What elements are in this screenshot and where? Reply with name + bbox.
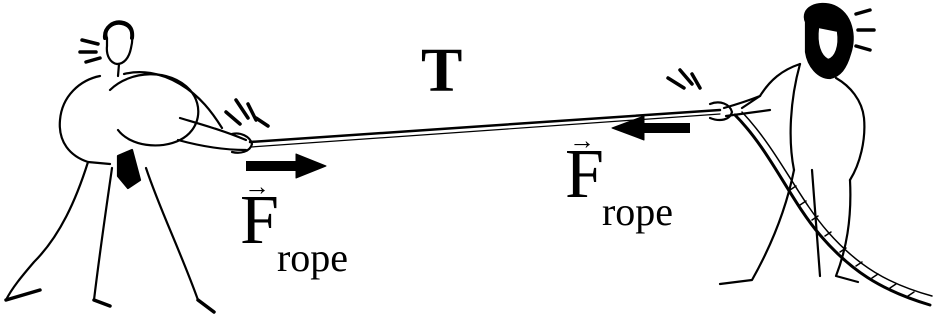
force-symbol: F — [565, 136, 604, 213]
force-arrow-right — [246, 153, 327, 179]
force-symbol: F — [240, 182, 279, 259]
man-pulling-rope-icon — [4, 20, 270, 314]
force-arrow-left — [611, 115, 690, 141]
tension-label: T — [421, 37, 463, 105]
woman-pulling-rope-icon — [666, 2, 876, 286]
force-subscript: rope — [276, 235, 349, 280]
force-rope-left-label: → F rope — [240, 174, 348, 278]
force-rope-right-label: → F rope — [565, 128, 673, 232]
force-subscript: rope — [601, 189, 674, 234]
vector-arrow-icon: → — [569, 126, 595, 155]
vector-arrow-icon: → — [244, 172, 270, 201]
